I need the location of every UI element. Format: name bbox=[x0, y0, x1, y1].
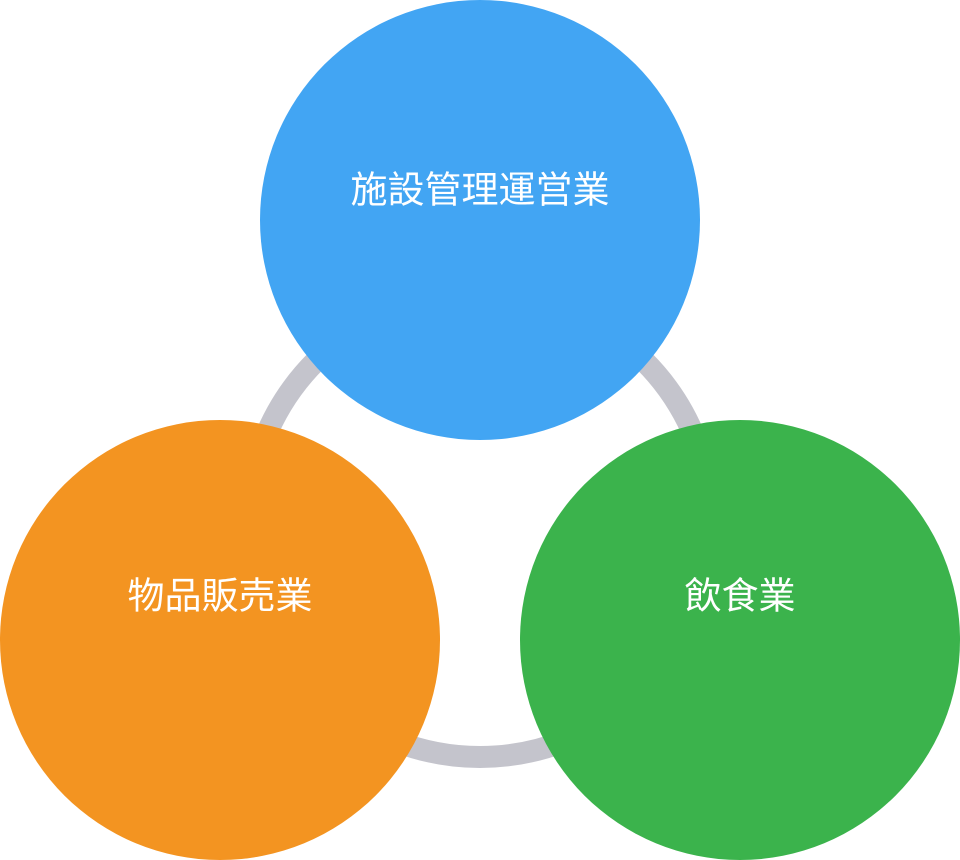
node-facility-management: 施設管理運営業 bbox=[260, 0, 700, 440]
node-retail-label: 物品販売業 bbox=[128, 575, 313, 618]
node-facility-management-label: 施設管理運営業 bbox=[351, 169, 610, 212]
node-facility-management-circle bbox=[260, 0, 700, 440]
node-retail: 物品販売業 bbox=[0, 420, 440, 860]
node-retail-circle bbox=[0, 420, 440, 860]
node-food-service: 飲食業 bbox=[520, 420, 960, 860]
node-food-service-circle bbox=[520, 420, 960, 860]
node-food-service-label: 飲食業 bbox=[685, 575, 796, 618]
